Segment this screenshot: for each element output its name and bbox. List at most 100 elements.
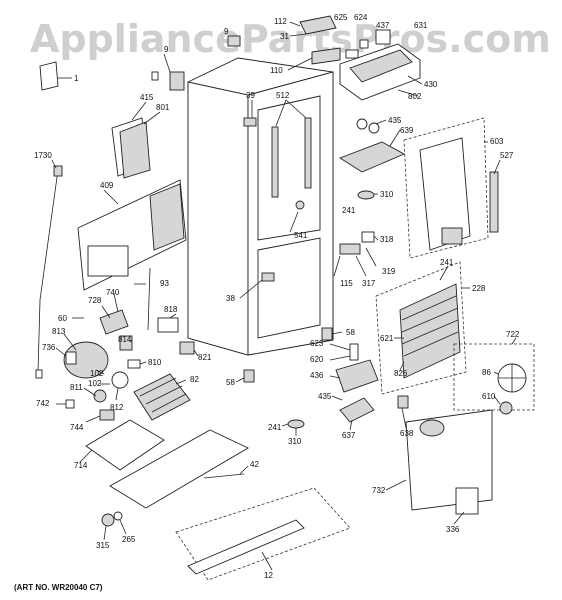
callout-310a: 310: [380, 190, 394, 199]
light-bulbs-435: [356, 118, 380, 134]
callout-409: 409: [100, 181, 114, 190]
callout-814: 814: [118, 335, 132, 344]
part-336: [455, 487, 479, 515]
callout-315: 315: [96, 541, 110, 550]
condenser-fan-812: [111, 371, 129, 389]
callout-610: 610: [482, 392, 496, 401]
callout-437: 437: [376, 21, 390, 30]
art-number: (ART NO. WR20040 C7): [14, 583, 103, 592]
heater-527: [489, 171, 499, 233]
part-742: [65, 399, 75, 409]
callout-415: 415: [140, 93, 154, 102]
callout-812: 812: [110, 403, 124, 412]
caster-315: [101, 513, 115, 527]
callout-744: 744: [70, 423, 84, 432]
callout-310b: 310: [288, 437, 302, 446]
callout-110: 110: [270, 66, 283, 75]
callout-722: 722: [506, 330, 520, 339]
callout-802: 802: [408, 92, 422, 101]
callout-1730: 1730: [34, 151, 52, 160]
callout-811: 811: [70, 383, 83, 392]
callout-9a: 9: [164, 45, 169, 54]
callout-318: 318: [380, 235, 394, 244]
condenser-82: [133, 373, 191, 421]
callout-728: 728: [88, 296, 102, 305]
part-318: [361, 231, 375, 243]
callout-637: 637: [342, 431, 356, 440]
leveler-58a: [243, 369, 255, 383]
callout-39: 39: [246, 91, 255, 100]
screw-9: [151, 71, 159, 81]
top-hinge-110: [311, 47, 341, 65]
part-818: [157, 317, 179, 333]
fan-blade-86: [497, 363, 527, 393]
compressor: [63, 341, 109, 379]
callout-430: 430: [424, 80, 438, 89]
power-cord-1730: [37, 169, 59, 373]
callout-625: 625: [334, 13, 348, 22]
base-pan: [109, 429, 249, 509]
part-620: [349, 343, 359, 361]
group-603-outline: [403, 117, 489, 259]
callout-60: 60: [58, 314, 67, 323]
callout-38: 38: [226, 294, 235, 303]
evaporator-228: [399, 283, 461, 379]
callout-435a: 435: [388, 116, 402, 125]
fan-motor-shroud: [419, 419, 445, 437]
filter-801: [119, 121, 151, 179]
motor-811: [93, 389, 107, 403]
part-740: [99, 309, 129, 335]
hinge-cover-112: [299, 15, 337, 35]
callout-732: 732: [372, 486, 386, 495]
callout-631: 631: [414, 21, 428, 30]
callout-317: 317: [362, 279, 376, 288]
callout-31: 31: [280, 32, 289, 41]
callout-639: 639: [400, 126, 414, 135]
callout-241c: 241: [268, 423, 282, 432]
callout-813: 813: [52, 327, 66, 336]
callout-102a: 102: [90, 369, 104, 378]
callout-58a: 58: [346, 328, 355, 337]
callout-527: 527: [500, 151, 514, 160]
callout-labels: 1 9 9 112 625 624 437 631 31 110 430 802…: [34, 13, 520, 580]
callout-42: 42: [250, 460, 259, 469]
callout-241a: 241: [342, 206, 356, 215]
callout-12: 12: [264, 571, 273, 580]
callout-102b: 102: [88, 379, 102, 388]
callout-112: 112: [274, 17, 287, 26]
callout-714: 714: [74, 461, 88, 470]
callout-826: 826: [394, 369, 408, 378]
callout-624: 624: [354, 13, 368, 22]
group-722-outline: [453, 343, 535, 411]
caster-265: [113, 511, 123, 521]
group-12-outline: [175, 487, 351, 581]
callout-810: 810: [148, 358, 162, 367]
callout-93: 93: [160, 279, 169, 288]
callout-241b: 241: [440, 258, 454, 267]
callout-86: 86: [482, 368, 491, 377]
evap-cover-603: [419, 137, 471, 251]
callout-821: 821: [198, 353, 212, 362]
leader-lines: [51, 21, 517, 571]
callout-620: 620: [310, 355, 324, 364]
callout-1: 1: [74, 74, 79, 83]
drain-tube-93: [147, 267, 151, 331]
item-1: [39, 61, 59, 91]
control-housing-430: [339, 29, 421, 101]
damper-436: [335, 359, 379, 393]
callout-82: 82: [190, 375, 199, 384]
part-310b: [287, 419, 305, 429]
callout-265: 265: [122, 535, 136, 544]
part-744: [99, 409, 115, 421]
drain-pan-714: [85, 419, 165, 471]
part-317: [339, 243, 361, 255]
rear-panel-409: [77, 179, 187, 291]
refrigerator-case: [187, 57, 334, 356]
part-814: [119, 335, 133, 351]
callout-9b: 9: [224, 27, 229, 36]
fan-shroud: [441, 227, 463, 245]
part-9-cap: [169, 71, 185, 91]
group-228-outline: [375, 261, 467, 395]
callout-818: 818: [164, 305, 178, 314]
